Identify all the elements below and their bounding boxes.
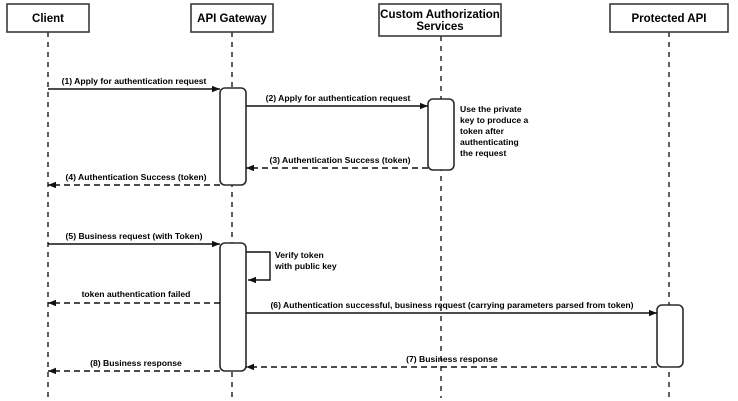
participant-label-client: Client: [32, 13, 64, 25]
activation-bar-protected[interactable]: [656, 304, 684, 368]
activation-bars-group: [219, 87, 684, 372]
participant-label-custom-authorization-services: Custom Authorization: [380, 9, 500, 21]
note-private-key-note-line1: Use the private: [460, 104, 522, 114]
message-label-7: (7) Business response: [406, 354, 498, 364]
participant-label-api-gateway: API Gateway: [197, 13, 267, 25]
participant-label-custom-authorization-services-line2: Services: [416, 21, 463, 33]
message-label-2: (2) Apply for authentication request: [266, 93, 411, 103]
lifelines-group: [47, 32, 670, 398]
participant-box-custom-authorization-services[interactable]: [378, 3, 502, 37]
participant-boxes-group: Client API Gateway Custom AuthorizationSer…: [6, 3, 729, 37]
messages-group: (1) Apply for authentication request (2) …: [48, 76, 657, 375]
message-label-3: (3) Authentication Success (token): [269, 155, 410, 165]
activation-bar-gw-business[interactable]: [219, 242, 247, 372]
note-private-key-note-line5: the request: [460, 148, 506, 158]
participant-box-api-gateway[interactable]: [190, 3, 274, 33]
message-label-1: (1) Apply for authentication request: [62, 76, 207, 86]
note-private-key-note-line3: token after: [460, 126, 505, 136]
participant-box-client[interactable]: [6, 3, 90, 33]
participant-label-protected-api: Protected API: [632, 13, 707, 25]
activation-bar-gw-auth[interactable]: [219, 87, 247, 186]
participant-box-protected-api[interactable]: [609, 3, 729, 33]
message-label-fail: token authentication failed: [82, 289, 191, 299]
message-label-5: (5) Business request (with Token): [66, 231, 203, 241]
message-label-4: (4) Authentication Success (token): [65, 172, 206, 182]
activation-bar-auth-svc[interactable]: [427, 98, 455, 171]
note-private-key-note-line4: authenticating: [460, 137, 519, 147]
note-private-key-note-line2: key to produce a: [460, 115, 529, 125]
message-self-loop-verify-token[interactable]: [246, 251, 271, 284]
message-label-self-loop-line1: Verify token: [275, 250, 324, 260]
message-label-6: (6) Authentication successful, business …: [270, 300, 633, 310]
message-label-self-loop-line2: with public key: [274, 261, 337, 271]
message-label-8: (8) Business response: [90, 358, 182, 368]
